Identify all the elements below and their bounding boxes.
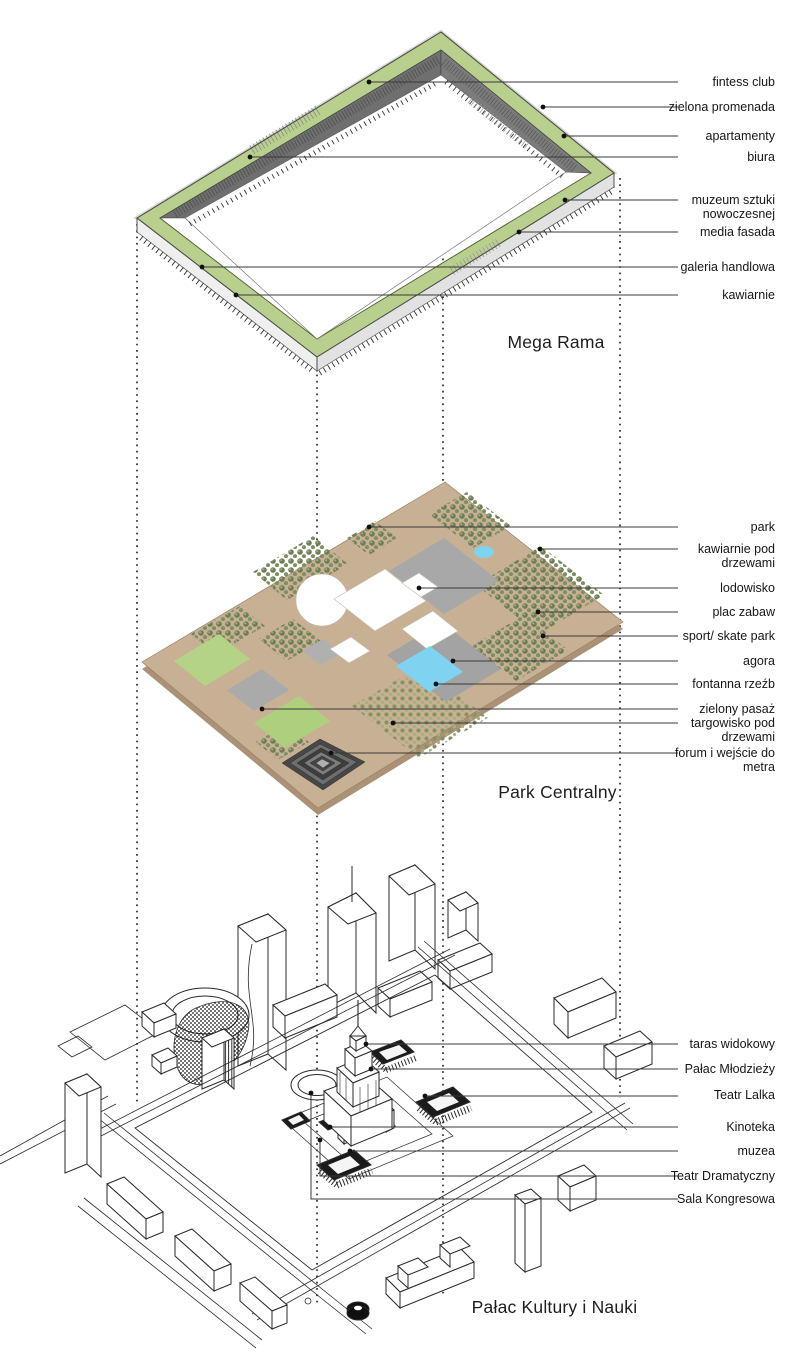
palace-tower — [323, 1000, 395, 1148]
mega-rama-frame — [133, 29, 618, 376]
label-teatr-dramatyczny: Teatr Dramatyczny — [670, 1169, 775, 1183]
orchard-patch — [352, 666, 488, 758]
label-cafes: kawiarnie — [722, 288, 775, 302]
label-media-facade: media fasada — [699, 225, 775, 239]
label-offices: biura — [747, 150, 775, 164]
label-fitness-club: fintess club — [712, 75, 775, 89]
label-playground: plac zabaw — [712, 605, 775, 619]
palace-footprint — [295, 568, 459, 664]
label-apartments: apartamenty — [705, 129, 775, 143]
label-green-promenade: zielona promenada — [668, 100, 775, 114]
forum-steps — [281, 738, 366, 791]
label-sport-skate-park: sport/ skate park — [682, 629, 775, 643]
leader-dots — [199, 79, 568, 1154]
label-sculpture-fountain: fontanna rzeźb — [692, 677, 775, 691]
label-modern-art-museum: muzeum sztuki nowoczesnej — [691, 193, 775, 221]
label-teatr-lalka: Teatr Lalka — [713, 1088, 775, 1102]
layer-title-mega-rama: Mega Rama — [507, 332, 605, 352]
label-market-under-trees: targowisko pod drzewami — [690, 716, 775, 744]
label-agora: agora — [743, 654, 775, 668]
label-youth-palace: Pałac Młodzieży — [684, 1062, 775, 1076]
label-shopping-gallery: galeria handlowa — [680, 260, 775, 274]
fountain-pool — [396, 646, 463, 692]
label-green-passage: zielony pasaż — [699, 702, 775, 716]
label-park: park — [750, 520, 775, 534]
palac-city-model — [0, 863, 653, 1349]
leader-lines — [202, 81, 678, 1200]
label-viewing-terrace: taras widokowy — [689, 1037, 775, 1051]
label-ice-rink: lodowisko — [720, 581, 775, 595]
label-cafes-under-trees: kawiarnie pod drzewami — [697, 542, 775, 570]
layer-title-park-centralny: Park Centralny — [498, 782, 617, 802]
label-forum-metro-entry: forum i wejście do metra — [674, 746, 775, 774]
layer-title-palac-kultury: Pałac Kultury i Nauki — [471, 1297, 638, 1317]
pond — [474, 546, 494, 558]
park-centralny-model — [141, 481, 624, 815]
label-museums: muzea — [737, 1144, 775, 1158]
label-kinoteka: Kinoteka — [726, 1120, 775, 1134]
label-sala-kongresowa: Sala Kongresowa — [677, 1192, 775, 1206]
